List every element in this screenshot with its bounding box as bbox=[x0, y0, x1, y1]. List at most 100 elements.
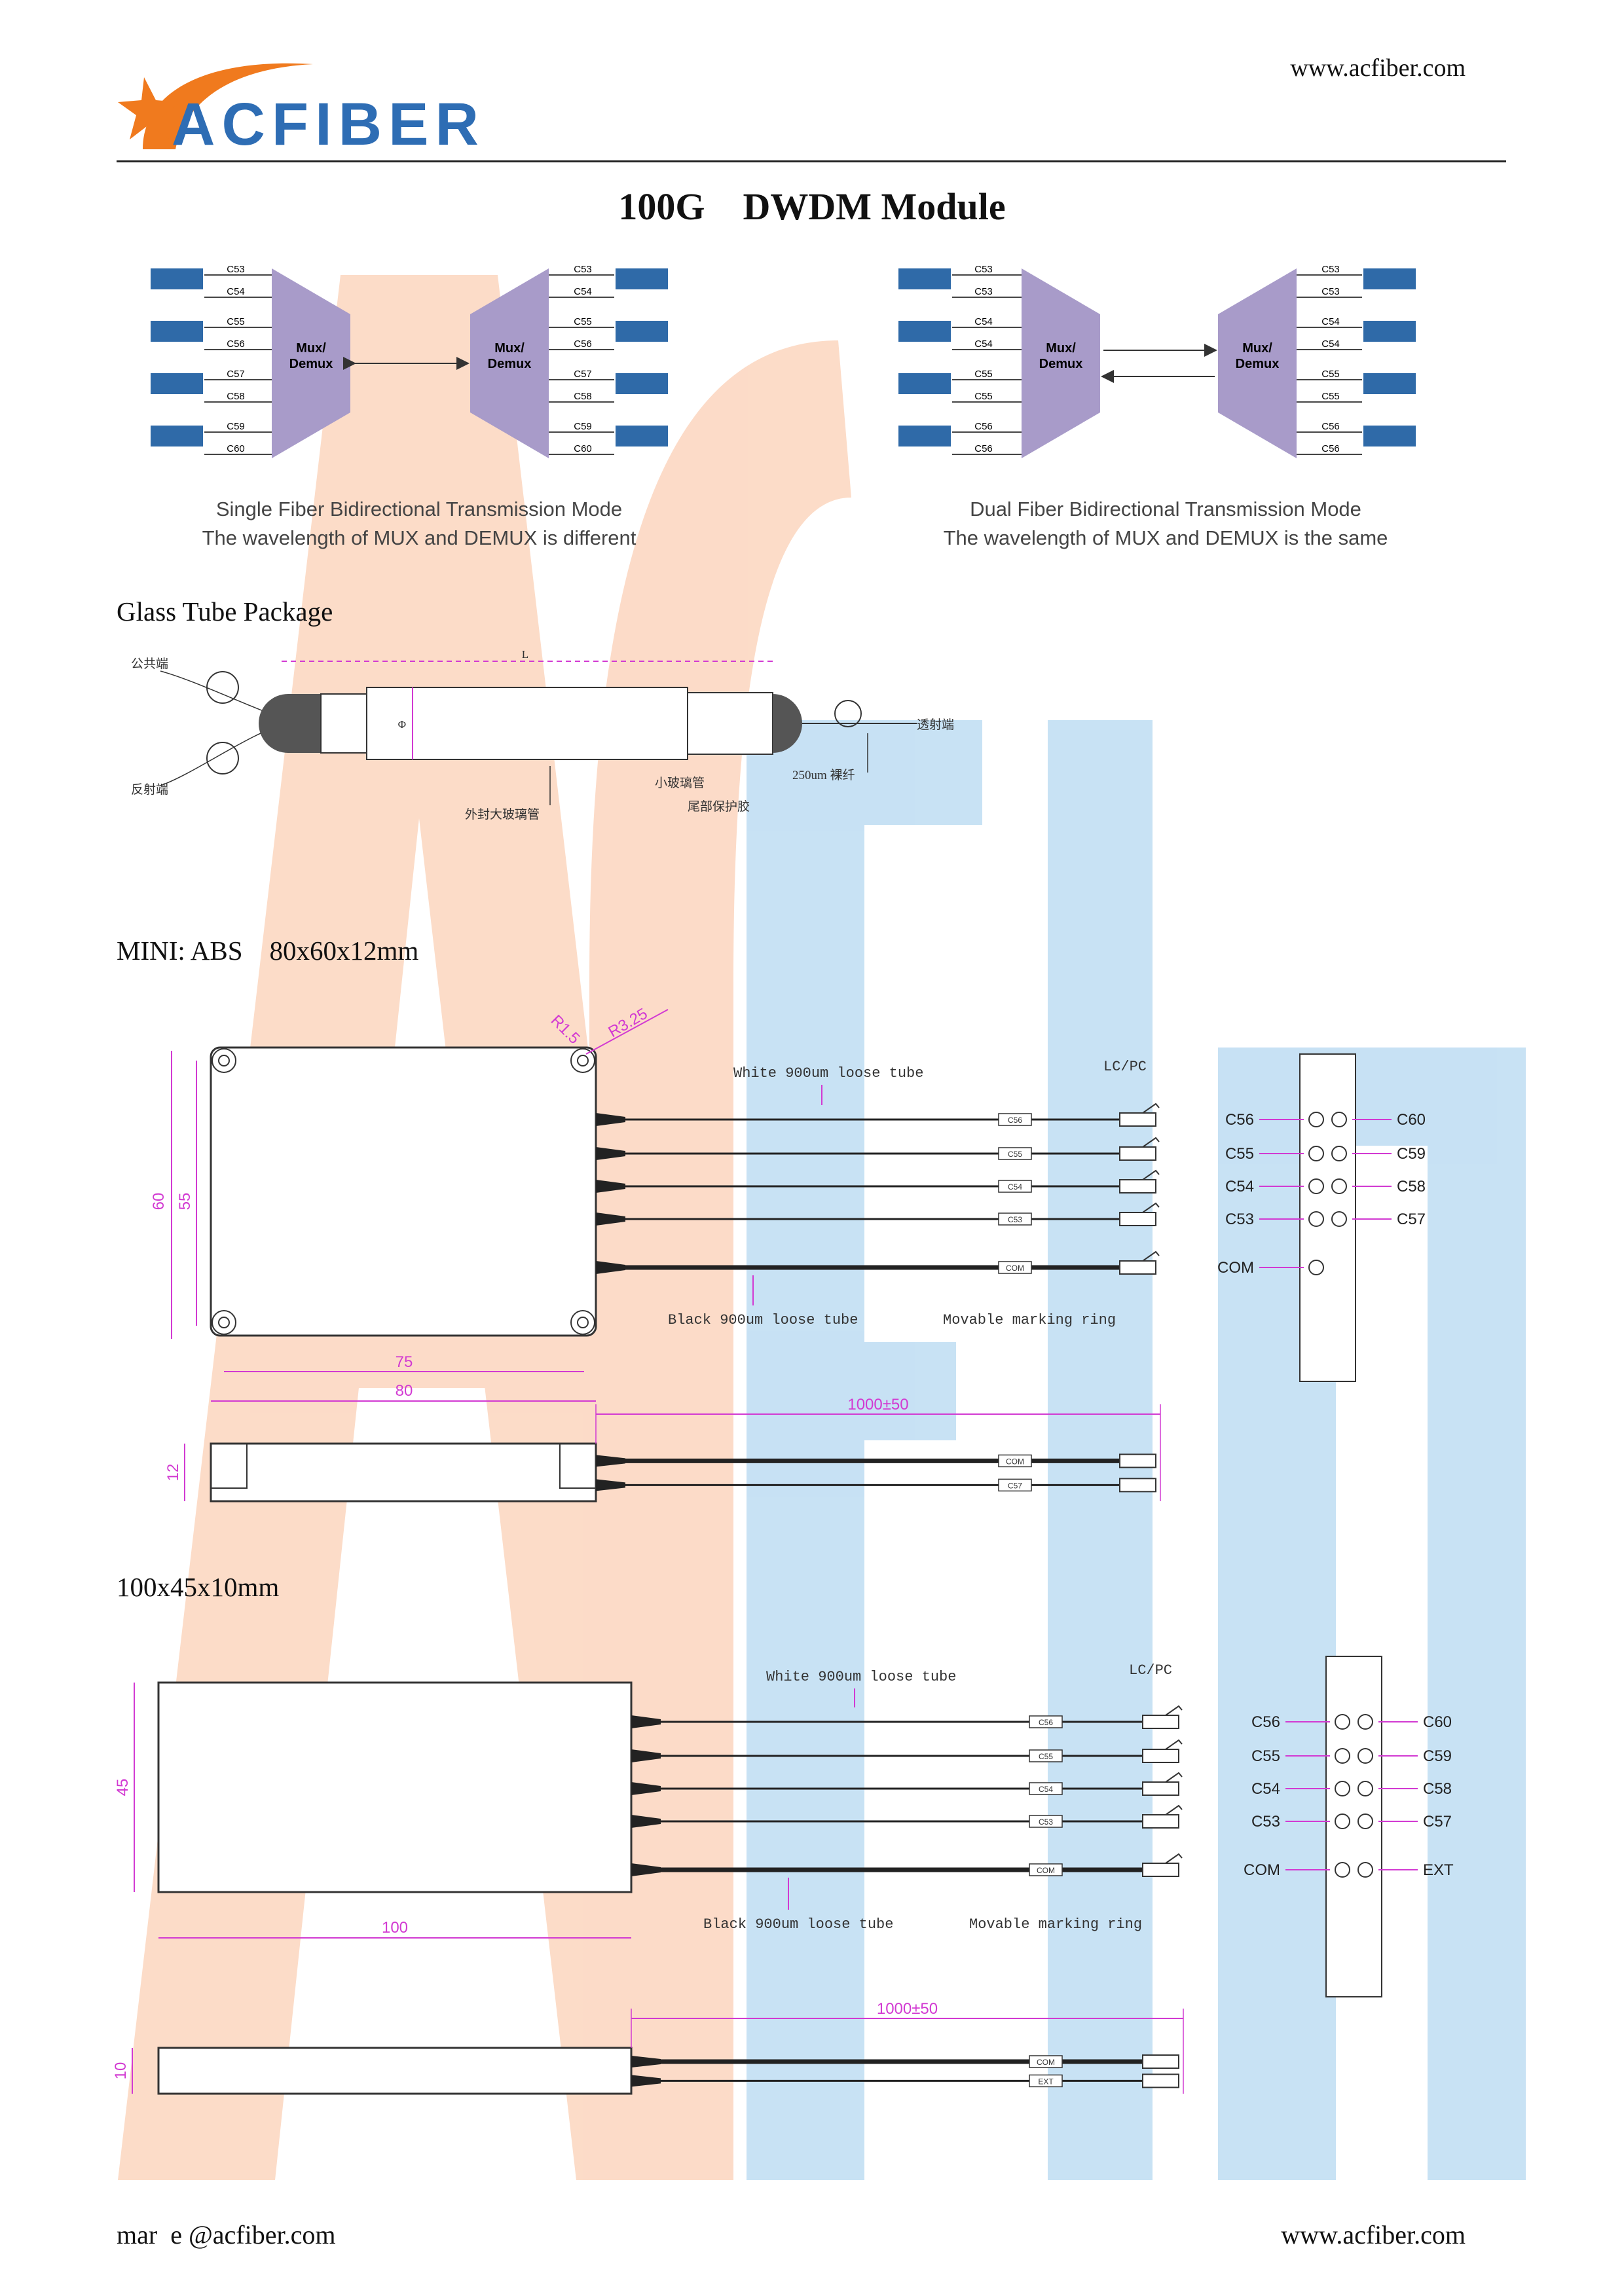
lc-latch bbox=[1142, 1169, 1160, 1180]
side-fiber-boot bbox=[596, 1479, 625, 1491]
port-label-left: C54 bbox=[1251, 1780, 1280, 1798]
port-label-right: C58 bbox=[1423, 1780, 1452, 1798]
side-fiber-boot bbox=[596, 1455, 625, 1467]
port-label-left: C53 bbox=[1251, 1813, 1280, 1831]
header-url[interactable]: www.acfiber.com bbox=[1290, 54, 1466, 82]
marking-ring-tag: C53 bbox=[1008, 1215, 1022, 1224]
side-marking-ring-tag: C57 bbox=[1008, 1481, 1022, 1490]
channel-label-left: C54 bbox=[227, 286, 245, 297]
port-hole-left bbox=[1335, 1862, 1350, 1878]
channel-label-right: C56 bbox=[574, 338, 592, 350]
port-hole-left bbox=[1335, 1813, 1350, 1829]
height-value: 45 bbox=[114, 1779, 132, 1796]
channel-label-left: C55 bbox=[974, 369, 993, 380]
brand-name: ACFIBER bbox=[172, 91, 485, 158]
port-hole-left bbox=[1335, 1714, 1350, 1730]
channel-label-left: C56 bbox=[227, 338, 245, 350]
channel-label-right: C60 bbox=[574, 443, 592, 454]
lc-latch bbox=[1142, 1102, 1160, 1114]
mux-left-label-1: Mux/ bbox=[1046, 341, 1076, 355]
port-hole-right bbox=[1331, 1146, 1347, 1161]
width-value: 100 bbox=[382, 1919, 408, 1937]
channel-label-left: C55 bbox=[974, 391, 993, 402]
port-hole-right bbox=[1357, 1714, 1373, 1730]
marking-ring bbox=[1029, 1715, 1063, 1728]
side-marking-ring bbox=[998, 1478, 1032, 1492]
laser-left bbox=[151, 321, 203, 342]
port-label-right: C59 bbox=[1397, 1145, 1426, 1163]
marking-ring-tag: C54 bbox=[1039, 1785, 1053, 1794]
channel-label-right: C53 bbox=[1321, 264, 1340, 275]
lc-connector bbox=[1142, 1781, 1179, 1796]
port-hole-left bbox=[1308, 1112, 1324, 1127]
fiber-boot bbox=[596, 1212, 625, 1226]
fiber-boot bbox=[596, 1147, 625, 1160]
acfiber-logo bbox=[118, 63, 313, 149]
module-body bbox=[157, 1681, 633, 1893]
channel-label-left: C56 bbox=[974, 421, 993, 432]
mount-hole-inner bbox=[577, 1317, 589, 1328]
large-heading: 100x45x10mm bbox=[117, 1572, 280, 1602]
thickness-value: 10 bbox=[112, 2062, 130, 2080]
dual-mode-caption-2: The wavelength of MUX and DEMUX is the s… bbox=[943, 526, 1388, 549]
marking-ring bbox=[1029, 1749, 1063, 1762]
side-fiber-boot bbox=[631, 2056, 661, 2068]
side-marking-ring bbox=[1029, 2055, 1063, 2068]
dual-mode-caption-1: Dual Fiber Bidirectional Transmission Mo… bbox=[970, 498, 1361, 520]
module-body bbox=[210, 1046, 597, 1337]
channel-label-right: C58 bbox=[574, 391, 592, 402]
lc-latch bbox=[1142, 1202, 1160, 1213]
port-label-right: C58 bbox=[1397, 1178, 1426, 1195]
channel-label-right: C54 bbox=[574, 286, 592, 297]
lc-latch bbox=[1165, 1804, 1183, 1815]
tube-label-outer_tube: 外封大玻璃管 bbox=[465, 807, 540, 822]
marking-ring bbox=[1029, 1815, 1063, 1828]
side-marking-ring-tag: COM bbox=[1006, 1457, 1024, 1466]
fiber-boot bbox=[596, 1113, 625, 1126]
laser-right bbox=[616, 373, 668, 394]
tube-small-glass bbox=[687, 692, 773, 755]
logo-star bbox=[118, 77, 181, 139]
port-label-right: C57 bbox=[1423, 1813, 1452, 1831]
channel-label-left: C58 bbox=[227, 391, 245, 402]
white-tube-label: White 900um loose tube bbox=[766, 1669, 956, 1685]
port-label-right: C57 bbox=[1397, 1211, 1426, 1228]
channel-label-right: C56 bbox=[1321, 421, 1340, 432]
port-hole-left bbox=[1308, 1178, 1324, 1194]
side-lc-connector bbox=[1142, 2073, 1179, 2088]
channel-label-left: C59 bbox=[227, 421, 245, 432]
black-tube-label: Black 900um loose tube bbox=[703, 1916, 893, 1933]
lc-connector bbox=[1142, 1715, 1179, 1729]
port-block bbox=[1299, 1053, 1356, 1382]
footer-email[interactable]: mar e @acfiber.com bbox=[117, 2220, 336, 2250]
tube-label-reflect: 反射端 bbox=[131, 782, 168, 797]
fiber-boot bbox=[596, 1261, 625, 1274]
mux-right bbox=[1218, 268, 1297, 458]
white-tube-label: White 900um loose tube bbox=[733, 1065, 923, 1082]
channel-label-right: C55 bbox=[1321, 391, 1340, 402]
marking-ring-tag: C55 bbox=[1008, 1150, 1022, 1159]
mux-right-label-1: Mux/ bbox=[494, 341, 525, 355]
mux-left-label-1: Mux/ bbox=[296, 341, 326, 355]
lc-latch bbox=[1165, 1772, 1183, 1783]
channel-label-right: C55 bbox=[574, 316, 592, 327]
mux-left bbox=[1022, 268, 1100, 458]
laser-right bbox=[616, 268, 668, 289]
port-hole-right bbox=[1357, 1748, 1373, 1764]
lc-latch bbox=[1165, 1853, 1183, 1864]
single-mode-caption-2: The wavelength of MUX and DEMUX is diffe… bbox=[202, 526, 637, 549]
channel-label-left: C53 bbox=[974, 286, 993, 297]
mux-right-label-2: Demux bbox=[1236, 357, 1280, 371]
marking-ring bbox=[998, 1180, 1032, 1193]
marking-ring-label: Movable marking ring bbox=[943, 1312, 1116, 1328]
fiber-boot bbox=[596, 1180, 625, 1193]
tube-label-transmit: 透射端 bbox=[917, 718, 954, 732]
channel-label-left: C55 bbox=[227, 316, 245, 327]
fiber-boot bbox=[631, 1749, 661, 1762]
port-label-right: C59 bbox=[1423, 1747, 1452, 1765]
lc-connector bbox=[1142, 1814, 1179, 1829]
port-label-left: C55 bbox=[1225, 1145, 1254, 1163]
footer-url[interactable]: www.acfiber.com bbox=[1281, 2220, 1466, 2250]
marking-ring bbox=[998, 1212, 1032, 1226]
